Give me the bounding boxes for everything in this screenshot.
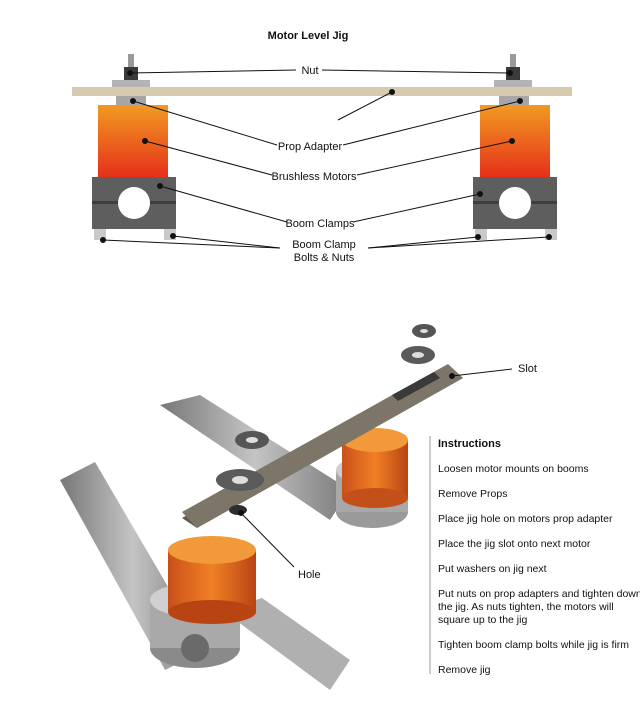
label-boom-clamp-bolts-1: Boom Clamp xyxy=(292,239,356,251)
instruction-step: Remove jig xyxy=(438,664,491,676)
instruction-step: Place jig hole on motors prop adapter xyxy=(438,513,613,525)
left-bolt-shaft xyxy=(128,54,134,70)
perspective-assembly xyxy=(60,324,463,690)
label-boom-clamps: Boom Clamps xyxy=(285,218,355,230)
instructions-title: Instructions xyxy=(438,438,501,450)
diagram-title: Motor Level Jig xyxy=(268,30,349,42)
label-prop-adapter: Prop Adapter xyxy=(278,141,343,153)
instruction-step: the jig. As nuts tighten, the motors wil… xyxy=(438,601,614,613)
top-leader-lines xyxy=(100,69,552,249)
left-motor-assembly xyxy=(92,54,176,240)
jig-bar xyxy=(72,87,572,96)
instruction-step: Put nuts on prop adapters and tighten do… xyxy=(438,588,640,600)
left-washer xyxy=(112,80,150,87)
left-motor xyxy=(98,105,168,177)
instruction-step: Tighten boom clamp bolts while jig is fi… xyxy=(438,639,629,651)
label-brushless-motors: Brushless Motors xyxy=(272,171,357,183)
left-clamp-hole xyxy=(118,187,150,219)
right-motor-assembly xyxy=(473,54,557,240)
left-clamp-bolt-b xyxy=(164,229,176,240)
bottom-leader-lines xyxy=(238,368,513,568)
label-boom-clamp-bolts-2: Bolts & Nuts xyxy=(294,252,355,264)
instruction-step: Place the jig slot onto next motor xyxy=(438,538,591,550)
instruction-step: Remove Props xyxy=(438,488,507,500)
instruction-step: Put washers on jig next xyxy=(438,563,547,575)
instruction-step: square up to the jig xyxy=(438,614,527,626)
left-clamp-bolt-a xyxy=(94,229,106,240)
label-slot: Slot xyxy=(518,363,537,375)
label-nut: Nut xyxy=(301,65,318,77)
label-hole: Hole xyxy=(298,569,321,581)
rear-boom xyxy=(160,395,350,520)
jig-slot xyxy=(392,372,440,401)
instruction-step: Loosen motor mounts on booms xyxy=(438,463,589,475)
right-prop-adapter xyxy=(499,96,529,105)
jig-hole xyxy=(229,505,247,515)
front-boom-right xyxy=(222,598,350,690)
